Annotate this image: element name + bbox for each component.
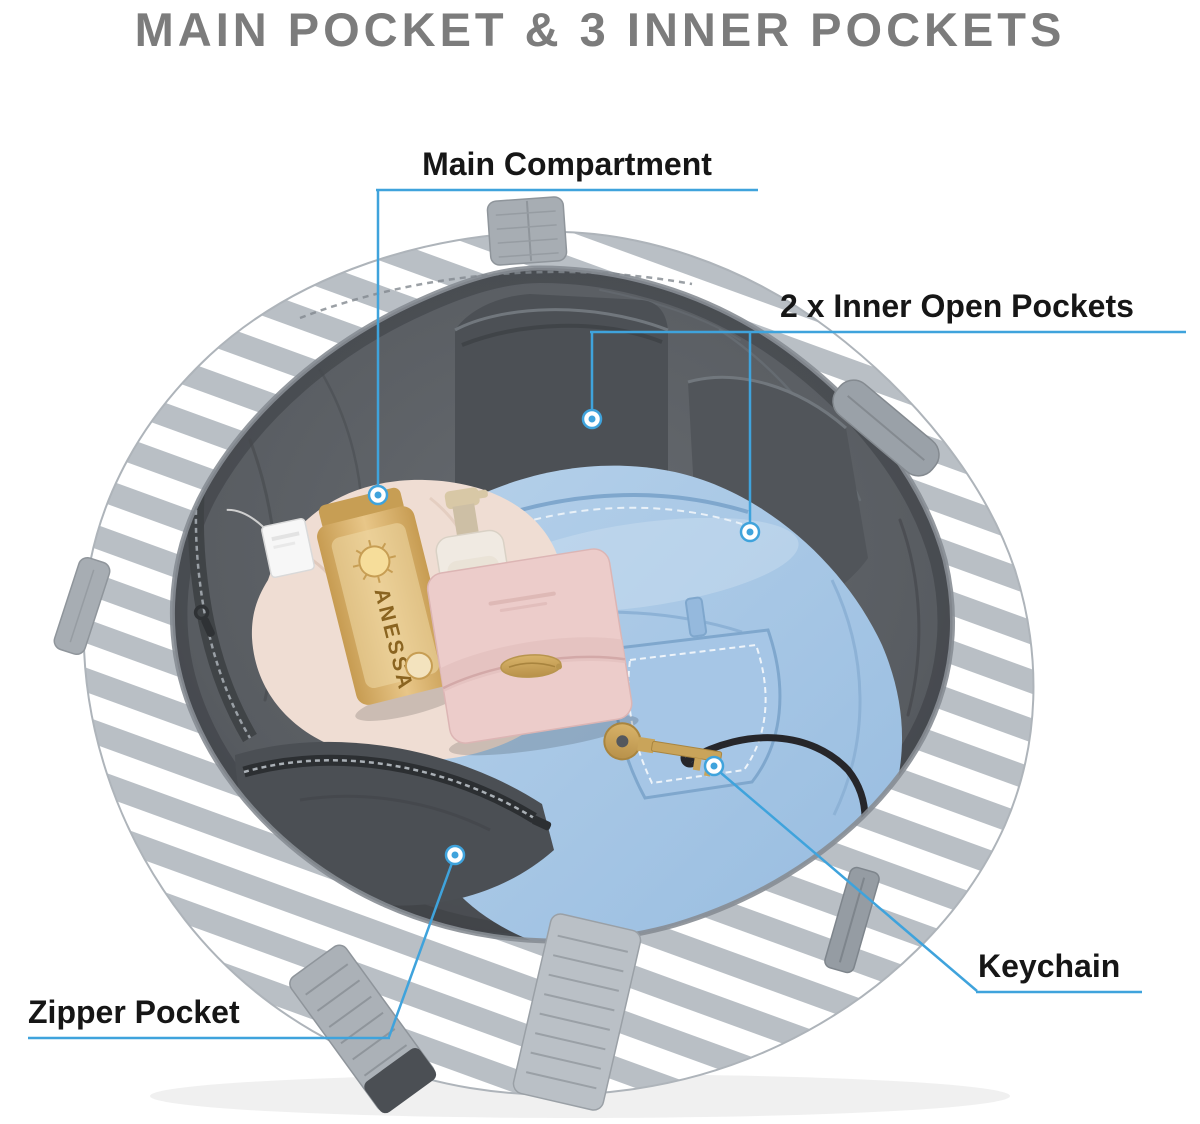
sun-logo-icon [352,539,396,584]
annotation-lines [28,188,1186,1040]
label-inner-open-pockets: 2 x Inner Open Pockets [780,288,1134,324]
label-keychain: Keychain [978,948,1121,984]
page-title: MAIN POCKET & 3 INNER POCKETS [134,3,1066,56]
inner-pocket-1-marker [581,408,603,430]
pink-wallet [426,548,639,756]
hang-tag [226,508,315,579]
label-zipper-pocket: Zipper Pocket [28,994,240,1030]
label-main-compartment: Main Compartment [422,146,712,182]
rim-zipper-track [299,270,693,320]
bag-interior-contents: ANESSA [172,268,953,942]
annotation-markers [367,408,761,866]
keychain-marker [703,755,725,777]
zipper-pull [193,604,215,637]
top-handle [486,196,568,266]
zipper-pocket-marker [444,844,466,866]
gold-leaf-clasp-icon [500,654,563,678]
left-strap [53,556,111,656]
bottom-left-strap [289,944,437,1114]
sunscreen-bottle: ANESSA [317,487,465,721]
zipper-pocket-leader [387,862,454,1038]
main-compartment-marker [367,484,389,506]
bottom-center-strap [512,913,642,1111]
inner-pocket-2-marker [739,521,761,543]
keychain-leader [720,772,978,992]
right-handle [832,379,940,477]
